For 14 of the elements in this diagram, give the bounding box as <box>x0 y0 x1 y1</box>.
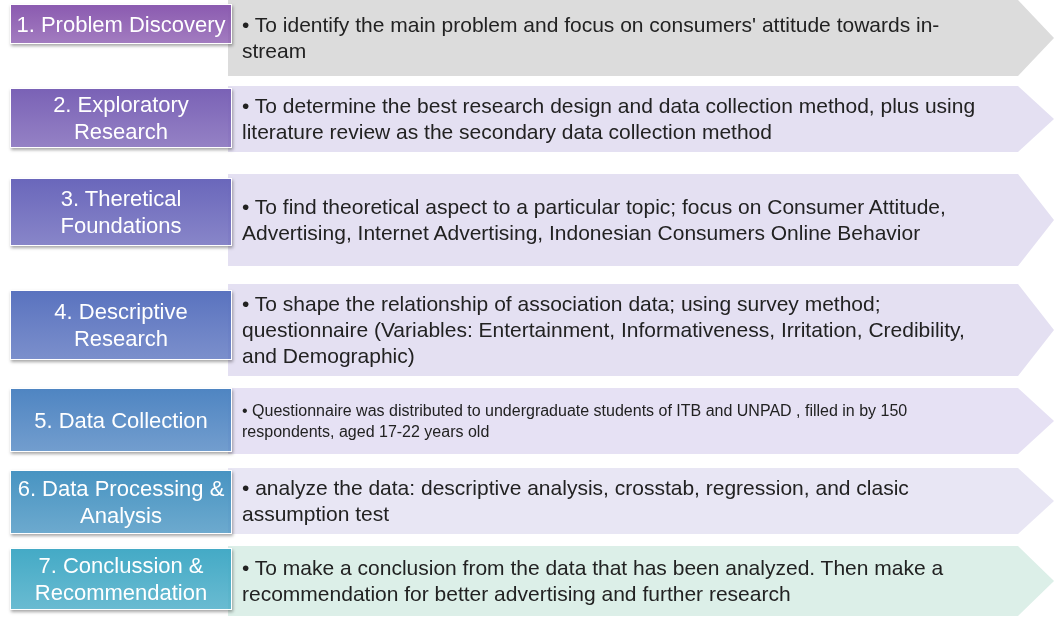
step-box: 2. Exploratory Research <box>10 88 232 148</box>
step-box: 1. Problem Discovery <box>10 4 232 44</box>
description-arrow-band: • To make a conclusion from the data that has been analyzed. Then make a recommendation for better advertising and further research <box>228 546 1056 616</box>
description-arrow-band: • Questionnaire was distributed to undergraduate students of ITB and UNPAD , filled in by 150 respondents, aged 17-22 years old <box>228 388 1056 454</box>
step-box: 5. Data Collection <box>10 388 232 452</box>
step-box: 6. Data Processing & Analysis <box>10 470 232 534</box>
step-box: 7. Conclussion & Recommendation <box>10 548 232 610</box>
step-box: 3. Theretical Foundations <box>10 178 232 246</box>
description-arrow-band: • analyze the data: descriptive analysis, crosstab, regression, and clasic assumption test <box>228 468 1056 534</box>
description-arrow-band: • To determine the best research design and data collection method, plus using literature review as the secondary data collection method <box>228 86 1056 152</box>
description-arrow-band: • To find theoretical aspect to a particular topic; focus on Consumer Attitude, Advertising, Internet Advertising, Indonesian Consumers Online Behavior <box>228 174 1056 266</box>
step-box: 4. Descriptive Research <box>10 290 232 360</box>
description-arrow-band: • To identify the main problem and focus on consumers' attitude towards in-stream <box>228 0 1056 76</box>
description-arrow-band: • To shape the relationship of association data; using survey method; questionnaire (Variables: Entertainment, Informativeness, Irritation, Credibility, and Demographic) <box>228 284 1056 376</box>
